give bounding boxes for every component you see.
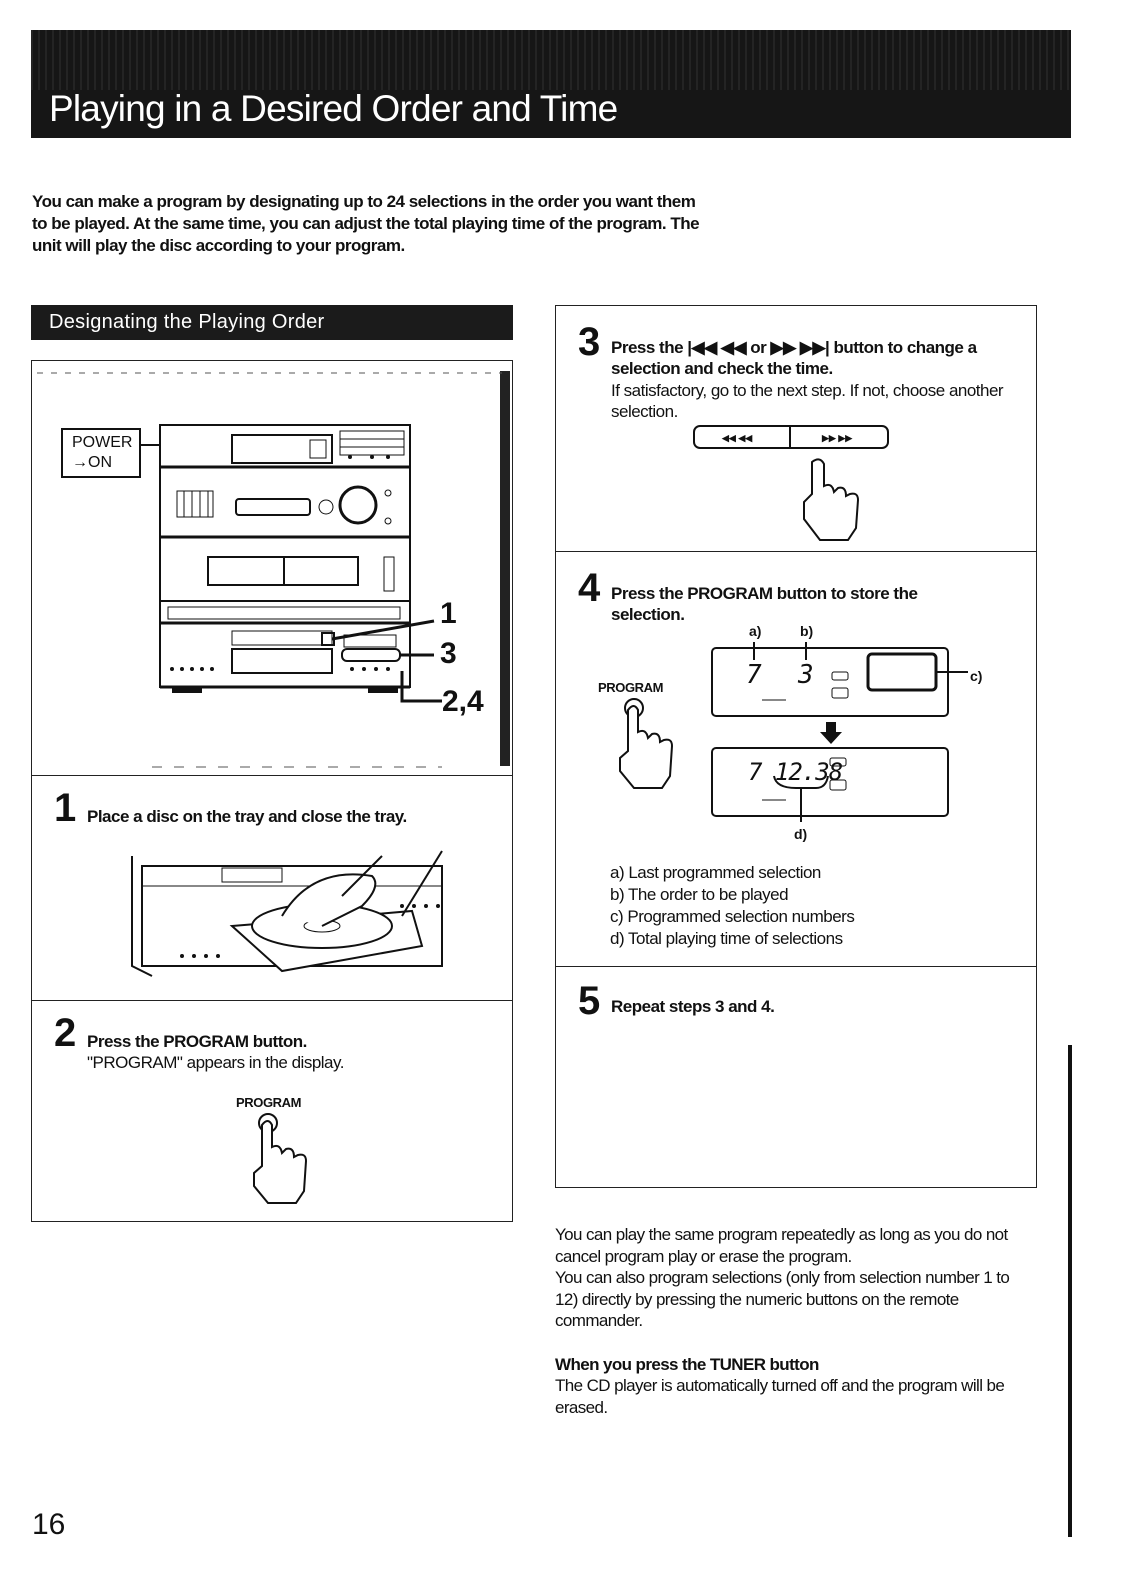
notes-section: You can play the same program repeatedly… bbox=[555, 1224, 1035, 1418]
power-on-text: →ON bbox=[72, 454, 112, 471]
legend-item-a: a) Last programmed selection bbox=[610, 863, 821, 882]
step-5-box: 5 Repeat steps 3 and 4. bbox=[555, 966, 1037, 1188]
step-4-title: Press the PROGRAM button to store the se… bbox=[611, 584, 918, 624]
page-number: 16 bbox=[32, 1508, 66, 1541]
title-banner: Playing in a Desired Order and Time bbox=[31, 30, 1071, 138]
step-5-title: Repeat steps 3 and 4. bbox=[611, 997, 775, 1016]
step-3-text: If satisfactory, go to the next step. If… bbox=[611, 381, 1004, 421]
skip-back-icon: |◀◀ ◀◀ bbox=[687, 338, 747, 357]
callout-step-3: 3 bbox=[440, 637, 457, 670]
step-3-title: Press the |◀◀ ◀◀ or ▶▶ ▶▶| button to cha… bbox=[611, 337, 1021, 379]
step-2-number: 2 bbox=[54, 1011, 77, 1055]
step-1-title: Place a disc on the tray and close the t… bbox=[87, 807, 407, 826]
step-3-title-or: or bbox=[746, 338, 771, 357]
step-2-box: 2 Press the PROGRAM button. "PROGRAM" ap… bbox=[31, 1000, 513, 1222]
step-4-number: 4 bbox=[578, 566, 601, 610]
page-title: Playing in a Desired Order and Time bbox=[49, 88, 618, 129]
overview-illustration-box: POWER →ON 1 3 2,4 bbox=[31, 360, 513, 776]
display-digit-b: 3 bbox=[798, 660, 814, 690]
step-5-number: 5 bbox=[578, 979, 601, 1023]
step-2-title: Press the PROGRAM button. bbox=[87, 1032, 307, 1051]
label-d: d) bbox=[794, 826, 808, 842]
pressing-hand-icon-2 bbox=[619, 698, 674, 789]
section-heading: Designating the Playing Order bbox=[31, 305, 513, 340]
svg-text:▶▶ ▶▶: ▶▶ ▶▶ bbox=[821, 433, 853, 443]
banner-texture bbox=[31, 30, 1071, 90]
display-time: 7 12.38 bbox=[748, 758, 843, 786]
pressing-hand-icon bbox=[253, 1113, 308, 1204]
step-1-number: 1 bbox=[54, 786, 77, 830]
callout-step-2-4: 2,4 bbox=[442, 685, 484, 718]
legend-item-b: b) The order to be played bbox=[610, 885, 789, 904]
program-button-label: PROGRAM bbox=[236, 1095, 302, 1110]
legend-item-d: d) Total playing time of selections bbox=[610, 929, 843, 948]
power-label: POWER bbox=[72, 434, 133, 451]
note-tuner: The CD player is automatically turned of… bbox=[555, 1376, 1005, 1417]
step-2-text: "PROGRAM" appears in the display. bbox=[87, 1053, 344, 1072]
label-c: c) bbox=[970, 668, 983, 684]
page-edge-rule bbox=[1068, 1045, 1072, 1537]
note-repeat: You can play the same program repeatedly… bbox=[555, 1225, 1008, 1266]
power-on-label: POWER →ON bbox=[72, 433, 132, 473]
display-digit-a: 7 bbox=[746, 660, 762, 690]
note-remote: You can also program selections (only fr… bbox=[555, 1268, 1010, 1330]
svg-text:◀◀ ◀◀: ◀◀ ◀◀ bbox=[721, 433, 753, 443]
label-b: b) bbox=[800, 623, 814, 639]
display-legend: a) Last programmed selection b) The orde… bbox=[610, 862, 855, 950]
stereo-system-illustration bbox=[37, 371, 510, 768]
skip-forward-icon: ▶▶ ▶▶| bbox=[770, 338, 830, 357]
step-3-title-start: Press the bbox=[611, 338, 688, 357]
step-3-number: 3 bbox=[578, 320, 601, 364]
step-3-box: 3 Press the |◀◀ ◀◀ or ▶▶ ▶▶| button to c… bbox=[555, 305, 1037, 552]
note-heading-tuner: When you press the TUNER button bbox=[555, 1354, 819, 1374]
label-a: a) bbox=[749, 623, 762, 639]
display-illustration bbox=[711, 642, 968, 822]
callout-step-1: 1 bbox=[440, 597, 457, 630]
skip-buttons-illustration: ◀◀ ◀◀ ▶▶ ▶▶ bbox=[693, 425, 889, 541]
step-1-box: 1 Place a disc on the tray and close the… bbox=[31, 775, 513, 1001]
step-4-box: 4 Press the PROGRAM button to store the … bbox=[555, 551, 1037, 967]
disc-tray-illustration bbox=[131, 850, 443, 977]
step-3-title-end: button to change a selection and check t… bbox=[611, 338, 977, 378]
program-button-label-2: PROGRAM bbox=[598, 680, 664, 695]
legend-item-c: c) Programmed selection numbers bbox=[610, 907, 855, 926]
intro-paragraph: You can make a program by designating up… bbox=[32, 192, 700, 255]
